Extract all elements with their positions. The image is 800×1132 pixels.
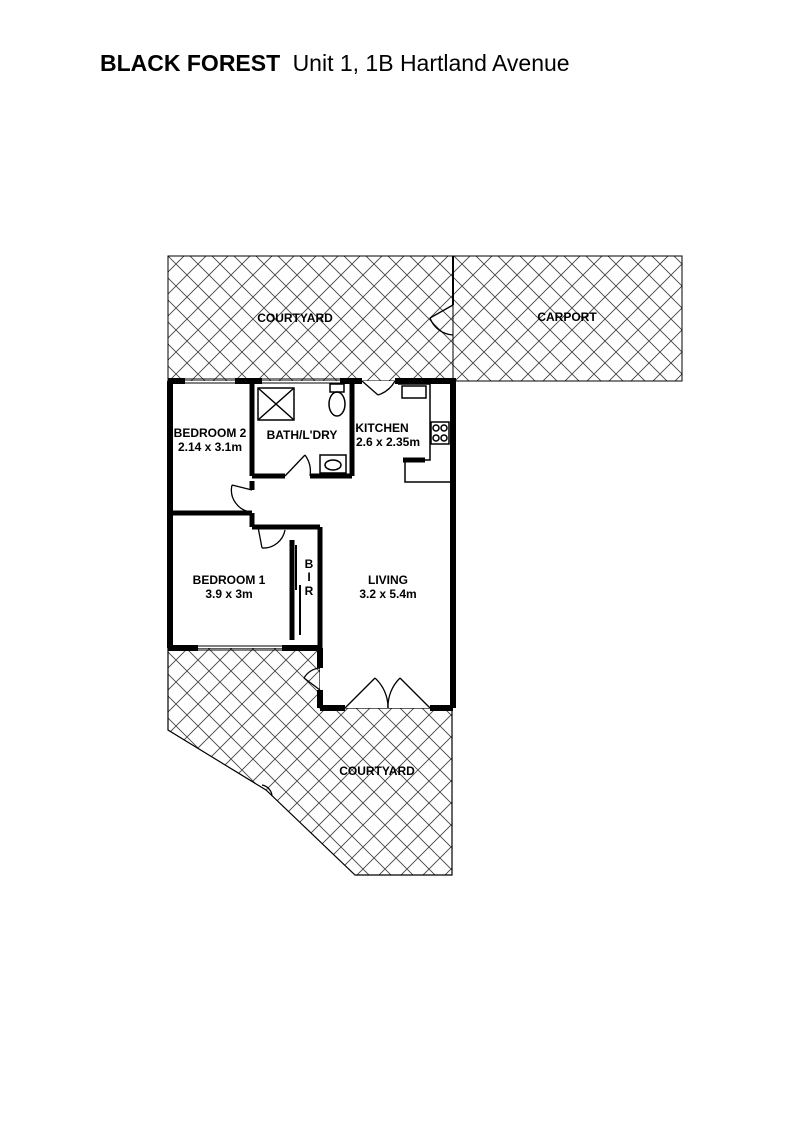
courtyard-bottom-label: COURTYARD bbox=[339, 764, 415, 778]
bath-label: BATH/L'DRY bbox=[267, 428, 338, 442]
bir-letter-b: B bbox=[305, 557, 314, 571]
basin-icon bbox=[319, 454, 347, 474]
carport-label: CARPORT bbox=[537, 310, 597, 324]
interior-walls bbox=[170, 381, 425, 648]
bir-letter-i: I bbox=[307, 570, 310, 584]
bedroom2-label: BEDROOM 2 bbox=[174, 426, 247, 440]
kitchen-bench bbox=[398, 383, 450, 483]
shower-icon bbox=[257, 387, 295, 421]
kitchen-label: KITCHEN bbox=[355, 421, 408, 435]
plan-title: BLACK FOREST Unit 1, 1B Hartland Avenue bbox=[100, 50, 570, 77]
toilet-icon bbox=[328, 391, 346, 417]
bir-doors bbox=[295, 545, 301, 635]
bir-letter-r: R bbox=[305, 584, 314, 598]
suburb-name: BLACK FOREST bbox=[100, 50, 281, 76]
windows bbox=[185, 378, 340, 651]
property-address: Unit 1, 1B Hartland Avenue bbox=[292, 50, 570, 76]
living-label: LIVING bbox=[368, 573, 408, 587]
carport-area bbox=[452, 255, 683, 382]
bedroom1-label: BEDROOM 1 bbox=[193, 573, 266, 587]
courtyard-top-label: COURTYARD bbox=[257, 311, 333, 325]
bath-fixtures bbox=[257, 383, 347, 474]
doors bbox=[230, 304, 454, 797]
house-floor bbox=[168, 381, 453, 708]
bedroom2-dims: 2.14 x 3.1m bbox=[178, 440, 242, 454]
bedroom1-dims: 3.9 x 3m bbox=[205, 587, 252, 601]
living-dims: 3.2 x 5.4m bbox=[359, 587, 416, 601]
kitchen-dims: 2.6 x 2.35m bbox=[356, 435, 420, 449]
